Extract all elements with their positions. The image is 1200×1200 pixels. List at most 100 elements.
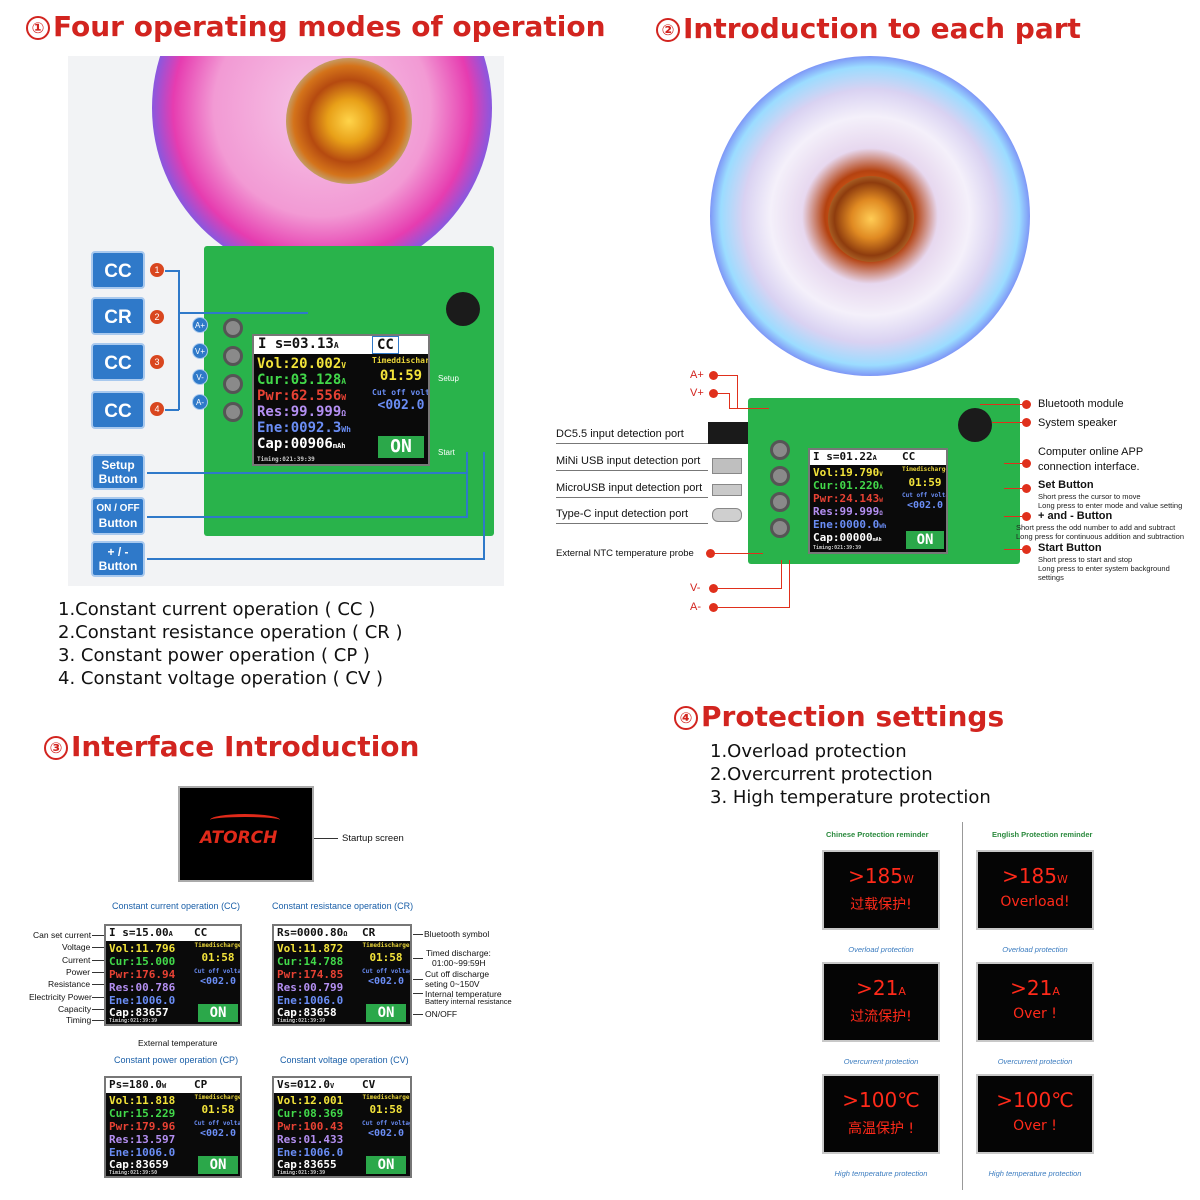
protection-caption: High temperature protection — [988, 1169, 1082, 1178]
protection-screen-en: >21A Over ! — [976, 962, 1094, 1042]
ann-current: Current — [62, 955, 91, 965]
connector — [716, 375, 738, 376]
connector — [781, 560, 782, 589]
start-button-label: Start Button — [1038, 542, 1102, 554]
protection-list-item: 1.Overload protection — [710, 741, 907, 762]
connector — [178, 312, 308, 314]
mode-button-3[interactable]: CC — [91, 343, 145, 381]
protection-value: >100℃ — [842, 1088, 920, 1112]
connector — [1004, 516, 1022, 517]
connector — [413, 979, 423, 980]
ann-electricity-power: Electricity Power — [29, 992, 92, 1002]
ann-cutoff: Cut off discharge — [425, 969, 490, 979]
modes-list-item: 3. Constant power operation ( CP ) — [58, 645, 370, 666]
start-key: Start — [438, 448, 455, 457]
marker — [1022, 459, 1031, 468]
connector — [413, 958, 423, 959]
ann-power: Power — [66, 967, 91, 977]
connector — [413, 934, 423, 935]
ann-internal-temp: Internal temperature — [425, 989, 502, 999]
terminal-v-plus — [223, 346, 243, 366]
protection-value: >21A — [856, 976, 906, 1000]
plus-minus-desc: Short press the odd number to add and su… — [1016, 523, 1185, 541]
port-label-dc: DC5.5 input detection port — [556, 428, 708, 444]
system-speaker-label: System speaker — [1038, 417, 1117, 429]
connector — [992, 422, 1022, 423]
label-v-plus: V+ — [690, 387, 704, 399]
ann-can-set-current: Can set current — [33, 930, 92, 940]
connector — [147, 558, 485, 560]
connector — [92, 935, 104, 936]
ann-battery-resistance: Battery internal resistance — [425, 997, 512, 1006]
label-v-minus: V- — [690, 582, 701, 594]
plus-minus-label: + and - Button — [1038, 510, 1113, 522]
connector — [92, 1009, 104, 1010]
protection-caption: Overcurrent protection — [997, 1057, 1073, 1066]
ann-timing: Timing — [66, 1015, 92, 1025]
connector — [713, 553, 763, 554]
section-1-number: ① — [26, 16, 50, 40]
terminal-label-a-minus: A- — [192, 394, 208, 410]
connector — [716, 393, 730, 394]
mode-button-1[interactable]: CC — [91, 251, 145, 289]
label-a-minus: A- — [690, 601, 701, 613]
marker — [1022, 545, 1031, 554]
protection-screen-en: >100℃ Over ! — [976, 1074, 1094, 1154]
connector — [165, 409, 179, 411]
plus-minus-button[interactable]: + / -Button — [91, 541, 145, 577]
protection-screen-cn: >21A 过流保护! — [822, 962, 940, 1042]
protection-list-item: 3. High temperature protection — [710, 787, 991, 808]
app-interface-label-2: connection interface. — [1038, 461, 1140, 473]
setup-key: Setup — [438, 374, 459, 383]
protection-caption: Overload protection — [1002, 945, 1068, 954]
mode-button-2[interactable]: CR — [91, 297, 145, 335]
connector — [92, 960, 104, 961]
connector — [92, 1020, 104, 1021]
port-label-type-c: Type-C input detection port — [556, 508, 708, 524]
s2-usb-port — [712, 508, 742, 522]
connector — [1004, 463, 1022, 464]
modes-list-item: 2.Constant resistance operation ( CR ) — [58, 622, 403, 643]
protection-value: >100℃ — [996, 1088, 1074, 1112]
connector — [729, 393, 730, 409]
connector — [413, 1014, 423, 1015]
connector — [1004, 549, 1022, 550]
label-a-plus: A+ — [690, 369, 704, 381]
caption-cp: Constant power operation (CP) — [114, 1055, 239, 1065]
mode-button-4[interactable]: CC — [91, 391, 145, 429]
protection-value: >21A — [1010, 976, 1060, 1000]
connector — [716, 607, 790, 608]
terminal-label-v-plus: V+ — [192, 343, 208, 359]
protection-message: Overload! — [1000, 894, 1070, 910]
connector — [737, 375, 738, 409]
protections-list: 1.Overload protection 2.Overcurrent prot… — [710, 740, 991, 809]
chinese-reminder-heading: Chinese Protection reminder — [826, 830, 929, 839]
mode-number-1: 1 — [150, 263, 164, 277]
s2-fan-hub — [828, 176, 914, 262]
modes-list-item: 1.Constant current operation ( CC ) — [58, 599, 376, 620]
protection-message: Over ! — [1013, 1006, 1057, 1022]
set-button-label: Set Button — [1038, 479, 1094, 491]
marker — [709, 603, 718, 612]
modes-list-item: 4. Constant voltage operation ( CV ) — [58, 668, 384, 689]
marker — [1022, 512, 1031, 521]
protection-list-item: 2.Overcurrent protection — [710, 764, 933, 785]
ann-external-temperature: External temperature — [138, 1038, 218, 1048]
caption-cv: Constant voltage operation (CV) — [280, 1055, 409, 1065]
protection-message: Over ! — [1013, 1118, 1057, 1134]
startup-label: Startup screen — [342, 833, 404, 844]
terminal-a-plus — [223, 318, 243, 338]
caption-cc: Constant current operation (CC) — [112, 901, 241, 911]
protection-message: 过流保护! — [850, 1009, 912, 1025]
ann-bluetooth: Bluetooth symbol — [424, 929, 490, 939]
connector — [147, 516, 468, 518]
